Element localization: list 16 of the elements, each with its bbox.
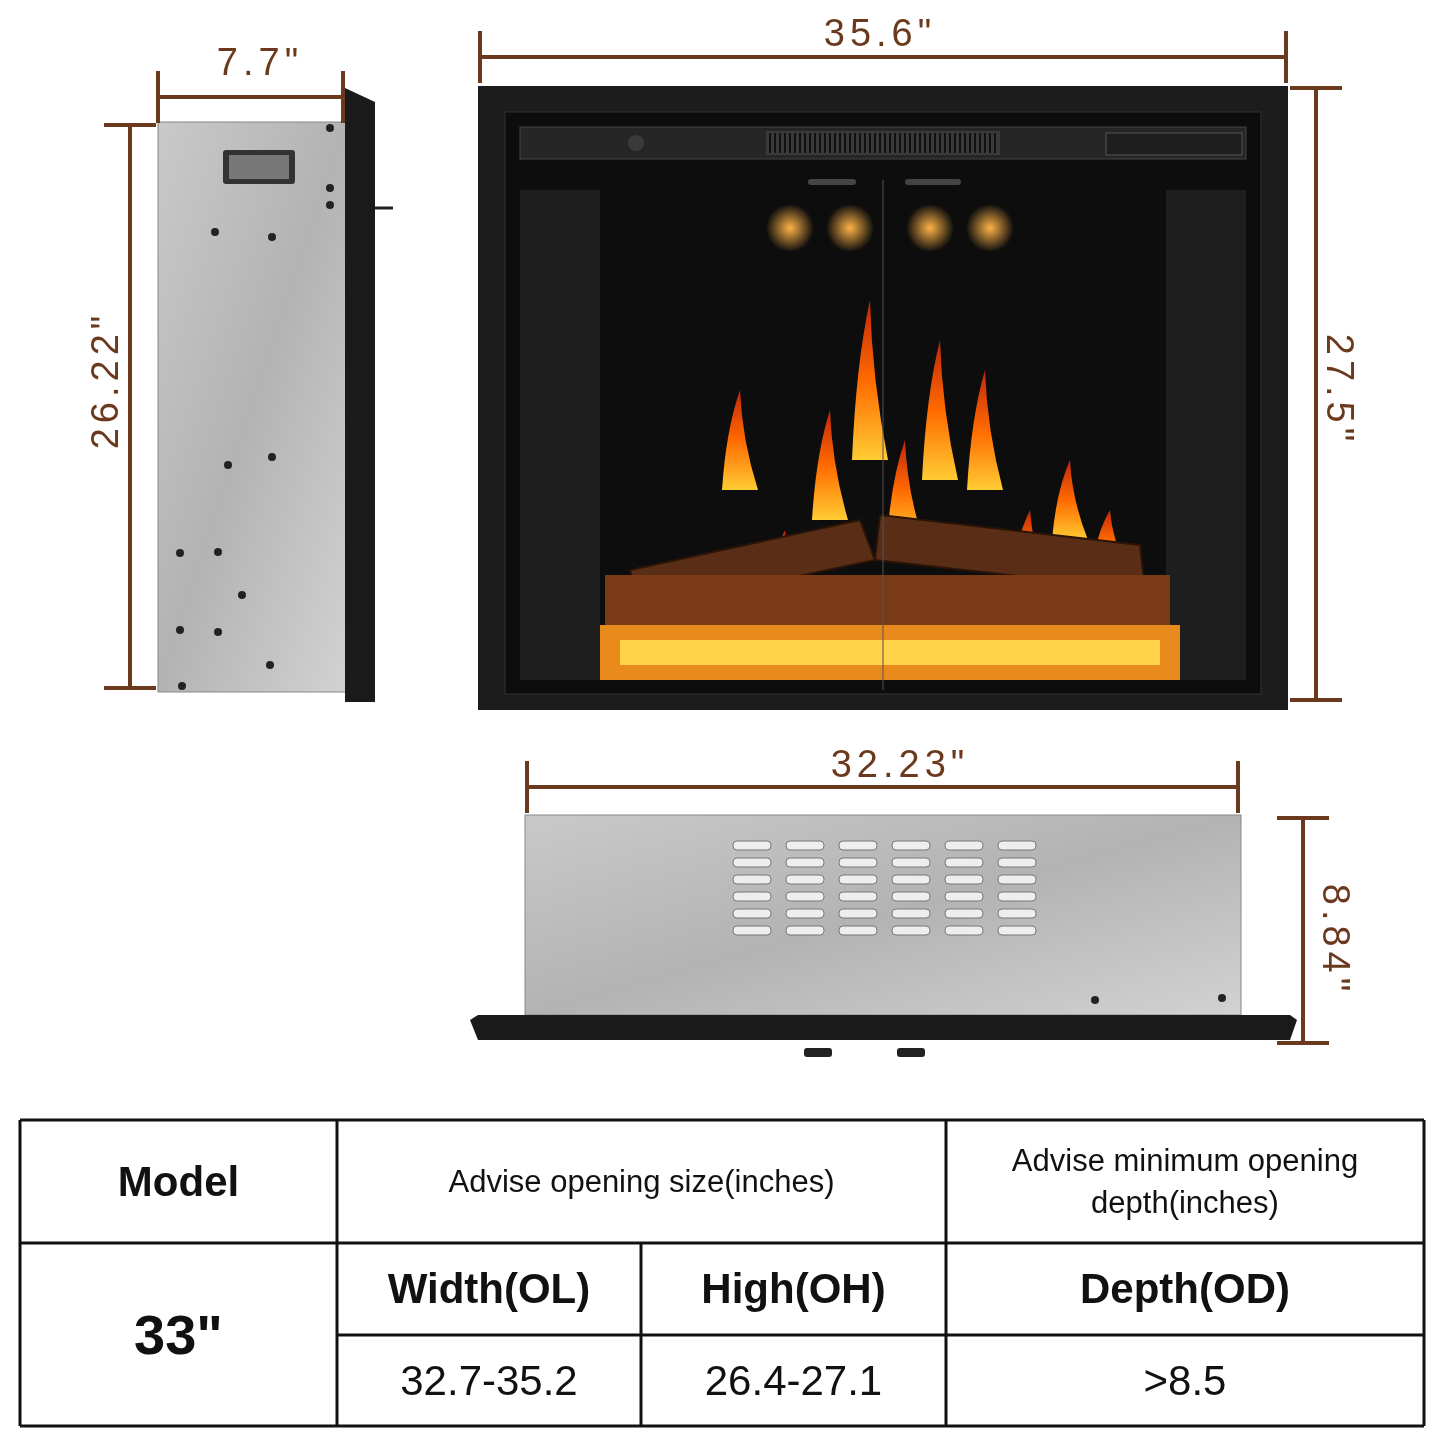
- table-header-text: Advise opening size(inches): [447, 1162, 836, 1201]
- table-value-text: >8.5: [1142, 1355, 1228, 1406]
- dimension-label: 7.7": [215, 42, 305, 82]
- dimension-label: 35.6": [822, 12, 938, 54]
- table-value-text: 32.7-35.2: [399, 1355, 579, 1406]
- table-header-text: Model: [116, 1156, 241, 1207]
- dimension-label: 27.5": [1318, 332, 1363, 449]
- dimension-label: 8.84": [1314, 882, 1359, 999]
- dimension-label: 26.22": [82, 309, 127, 452]
- model-size-text: 33": [133, 1302, 224, 1368]
- dimension-label: 32.23": [829, 743, 971, 785]
- table-value-text: 26.4-27.1: [703, 1355, 884, 1406]
- table-header-text: Advise minimum opening depth(inches): [1010, 1141, 1360, 1222]
- table-header-text: Depth(OD): [1079, 1264, 1291, 1314]
- table-header-text: High(OH): [700, 1264, 887, 1314]
- table-header-text: Width(OL): [386, 1264, 592, 1314]
